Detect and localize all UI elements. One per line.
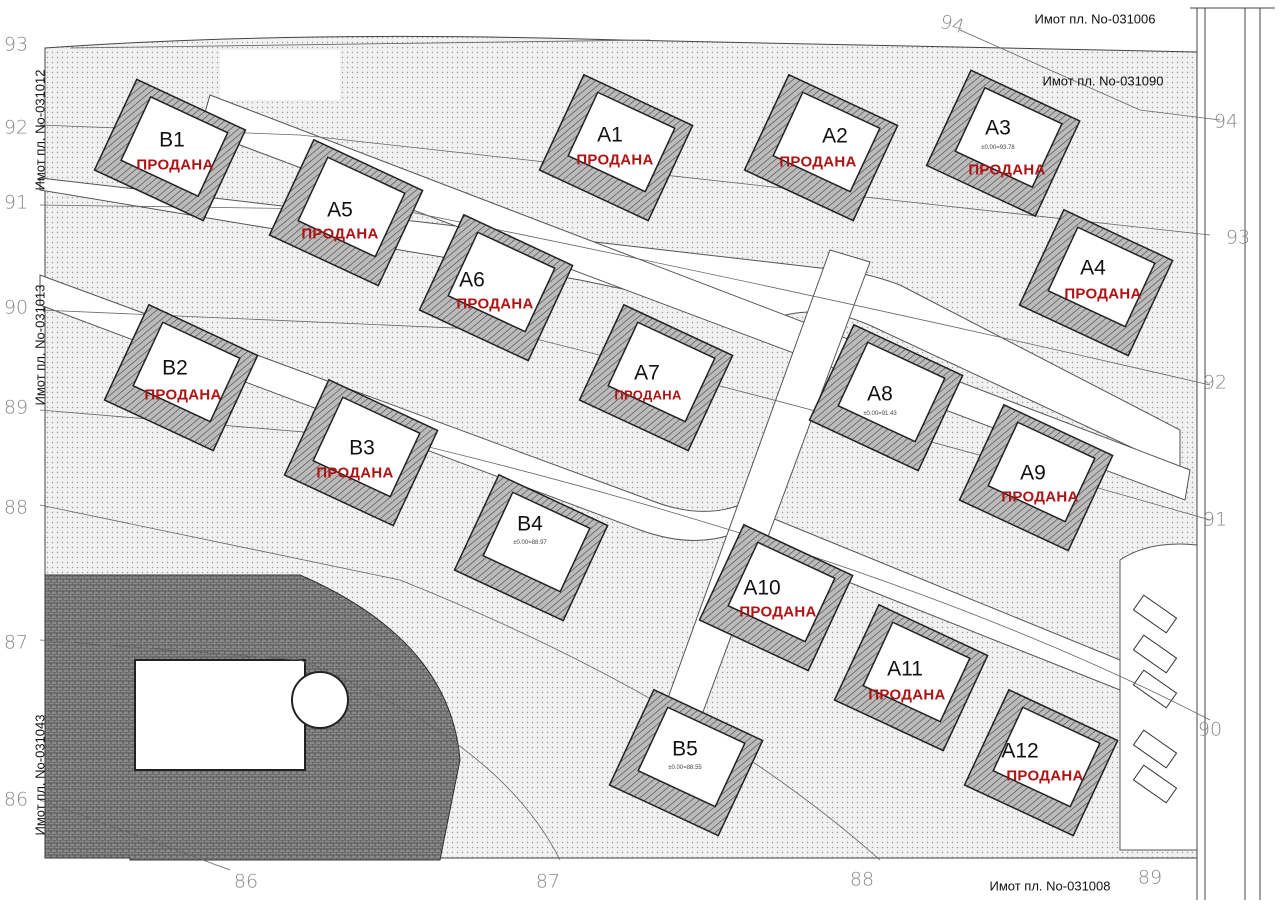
property-label-left-bottom: Имот пл. No-031043 (32, 714, 48, 836)
sold-badge: ПРОДАНА (576, 151, 654, 169)
elevation-label: ±0.00=93.78 (981, 145, 1015, 151)
contour-label: 94 (1213, 110, 1239, 133)
contour-label: 93 (1225, 226, 1251, 249)
contour-label: 92 (1202, 371, 1228, 394)
property-label-top: Имот пл. No-031006 (1034, 11, 1156, 27)
sold-badge: ПРОДАНА (614, 387, 682, 403)
contour-label: 89 (1137, 866, 1163, 889)
plot-label-a7[interactable]: A7 (634, 361, 660, 385)
contour-label: 88 (849, 868, 875, 891)
plot-label-b5[interactable]: B5 (672, 737, 698, 761)
elevation-label: ±0.00=88.55 (668, 765, 702, 771)
plot-label-a5[interactable]: A5 (327, 198, 353, 222)
sold-badge: ПРОДАНА (136, 156, 214, 174)
plot-label-b3[interactable]: B3 (349, 436, 375, 460)
plot-label-a10[interactable]: A10 (743, 576, 781, 600)
sold-badge: ПРОДАНА (1001, 488, 1079, 506)
property-label-left-mid: Имот пл. No-031013 (32, 284, 48, 406)
plot-label-a4[interactable]: A4 (1080, 256, 1106, 280)
elevation-label: ±0.00=88.97 (513, 540, 547, 546)
contour-label: 89 (3, 396, 29, 419)
sold-badge: ПРОДАНА (779, 153, 857, 171)
contour-label: 87 (3, 631, 29, 654)
sold-badge: ПРОДАНА (739, 603, 817, 621)
sold-badge: ПРОДАНА (1064, 285, 1142, 303)
round-pool (291, 671, 349, 729)
property-label-bottom: Имот пл. No-031008 (989, 878, 1111, 894)
contour-label: 90 (1197, 718, 1223, 741)
sold-badge: ПРОДАНА (316, 464, 394, 482)
sold-badge: ПРОДАНА (1006, 767, 1084, 785)
plot-label-a12[interactable]: A12 (1001, 739, 1039, 763)
contour-label: 88 (3, 496, 29, 519)
plot-label-a11[interactable]: A11 (887, 657, 923, 681)
contour-label: 91 (3, 191, 29, 214)
plot-label-a9[interactable]: A9 (1020, 461, 1046, 485)
entrance-gap (220, 50, 340, 100)
property-label-top-inner: Имот пл. No-031090 (1042, 73, 1164, 89)
plot-label-a2[interactable]: A2 (822, 124, 848, 148)
contour-label: 92 (3, 116, 29, 139)
plot-label-a3[interactable]: A3 (985, 116, 1011, 140)
contour-label: 90 (3, 296, 29, 319)
sold-badge: ПРОДАНА (868, 686, 946, 704)
elevation-label: ±0.00=91.43 (863, 411, 897, 417)
contour-label: 86 (233, 870, 259, 893)
pool (134, 659, 306, 771)
plot-label-a1[interactable]: A1 (597, 123, 623, 147)
plot-label-a6[interactable]: A6 (459, 268, 485, 292)
cars (1132, 594, 1178, 804)
contour-label: 93 (3, 33, 29, 56)
plot-label-a8[interactable]: A8 (867, 382, 893, 406)
property-label-left-top: Имот пл. No-031012 (32, 69, 48, 191)
plot-label-b2[interactable]: B2 (162, 356, 188, 380)
sold-badge: ПРОДАНА (456, 295, 534, 313)
border-lines (1190, 7, 1275, 900)
sold-badge: ПРОДАНА (968, 161, 1046, 179)
plot-label-b1[interactable]: B1 (159, 128, 185, 152)
sold-badge: ПРОДАНА (301, 225, 379, 243)
sold-badge: ПРОДАНА (144, 386, 222, 404)
contour-label: 87 (535, 870, 561, 893)
contour-label: 91 (1202, 508, 1228, 531)
plot-label-b4[interactable]: B4 (517, 512, 543, 536)
house-footprints (93, 69, 1174, 837)
contour-label: 86 (3, 788, 29, 811)
